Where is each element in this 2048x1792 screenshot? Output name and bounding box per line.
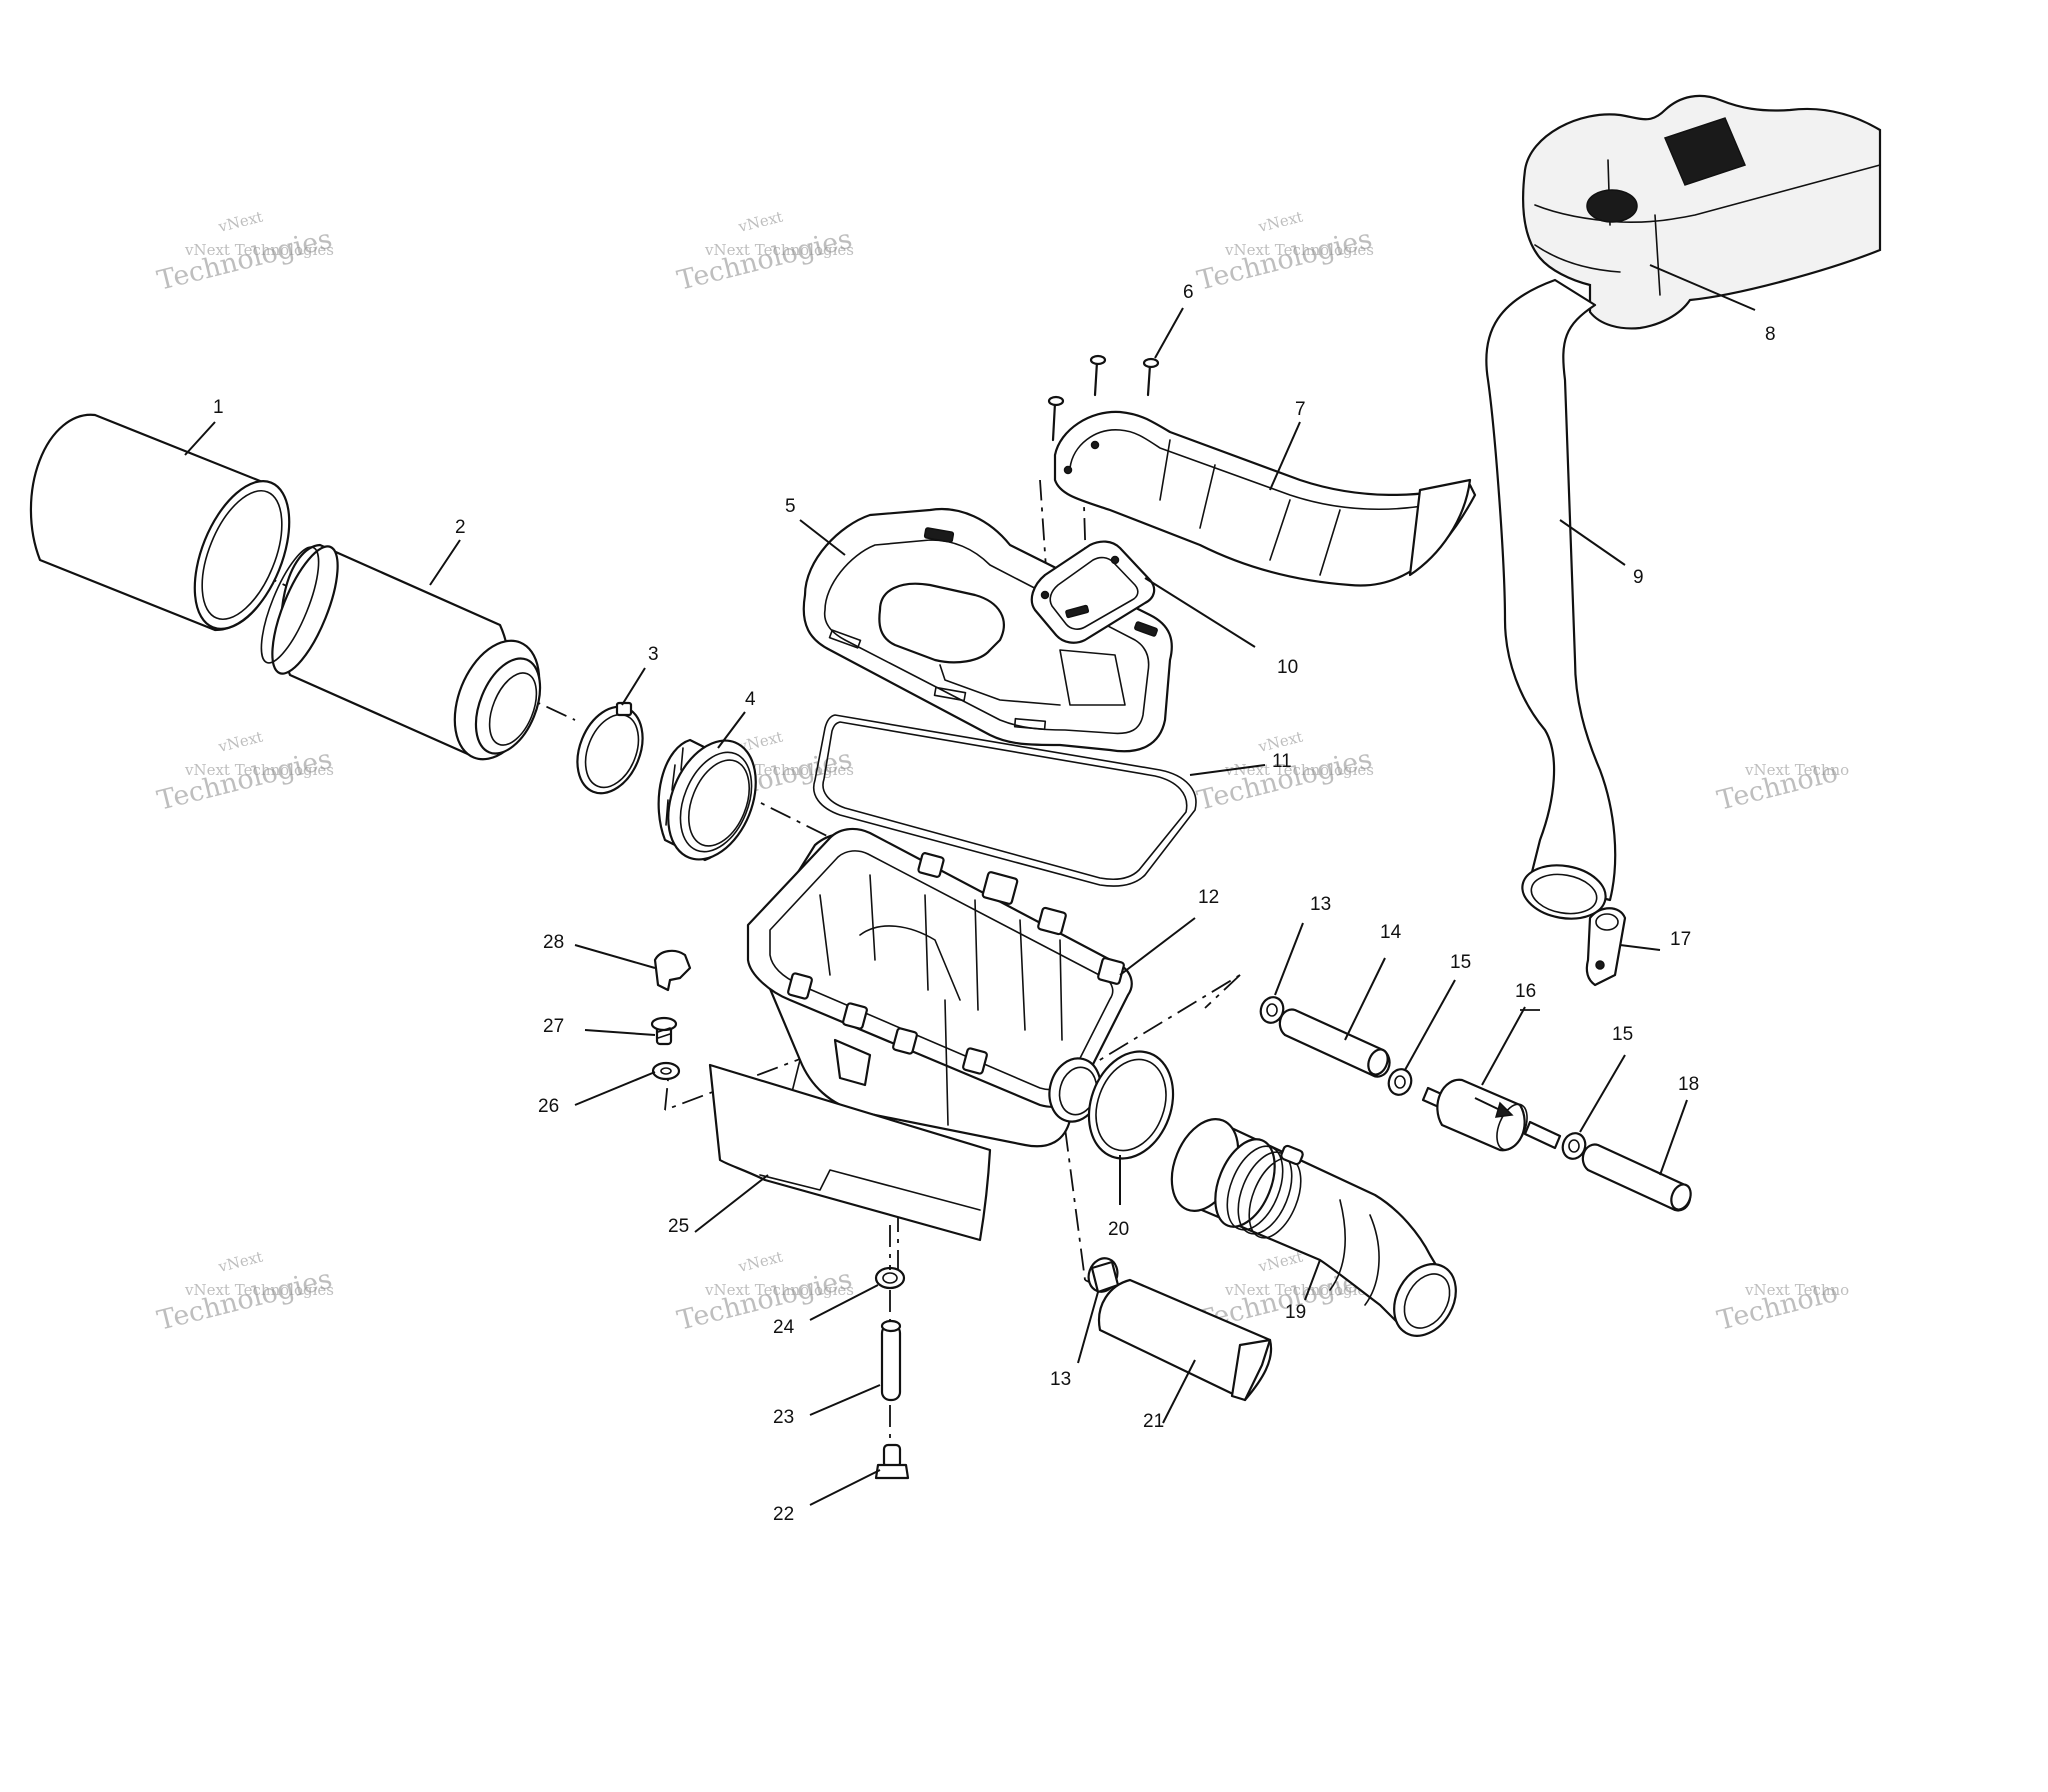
callout-23: 23 [773, 1407, 794, 1428]
part-7-intake-duct [1053, 410, 1477, 587]
callout-15-lower: 15 [1612, 1024, 1633, 1045]
callout-18: 18 [1678, 1074, 1699, 1095]
part-4-adapter [657, 738, 757, 862]
callout-1: 1 [213, 397, 224, 418]
callout-14: 14 [1380, 922, 1402, 943]
callout-25: 25 [668, 1216, 689, 1237]
callout-17: 17 [1670, 929, 1691, 950]
callout-13-upper: 13 [1310, 894, 1331, 915]
watermark: vNext vNext Technologies Technologies [1194, 208, 1375, 297]
watermark: vNext vNext Technologies Technologies [1194, 728, 1375, 817]
watermark: vNext vNext Technologies Technologies [154, 208, 335, 297]
callout-19: 19 [1285, 1302, 1306, 1323]
part-14-hose [1278, 1008, 1391, 1078]
part-20-o-ring [1087, 1050, 1175, 1160]
part-23-drain-tube [880, 1290, 902, 1445]
watermark: vNext vNext Technologies Technologies [154, 1248, 335, 1337]
part-18-hose [1581, 1143, 1692, 1212]
svg-text:vNext: vNext [1256, 208, 1305, 237]
callout-24: 24 [773, 1317, 795, 1338]
part-25-splash-shield [708, 1063, 992, 1242]
callout-8: 8 [1765, 324, 1776, 345]
callout-28: 28 [543, 932, 564, 953]
svg-text:Technologies: Technologies [154, 1263, 335, 1336]
svg-text:vNext Technologies: vNext Technologies [184, 1281, 334, 1299]
watermark: vNext Techno Technolo [1714, 757, 1849, 817]
part-15-clip-a [1387, 1068, 1413, 1096]
part-2-air-filter [260, 543, 542, 761]
svg-text:vNext Techno: vNext Techno [1744, 761, 1849, 779]
svg-text:vNext: vNext [216, 1248, 265, 1277]
part-28-clip [653, 949, 692, 992]
callout-2: 2 [455, 517, 466, 538]
callout-labels: 1 2 3 4 5 6 7 8 9 10 11 12 13 13 14 15 1… [213, 282, 1776, 1525]
part-9-breather-hose [1485, 278, 1617, 920]
part-22-drain-plug [874, 1443, 910, 1480]
part-21-drain-hose [1097, 1278, 1273, 1402]
svg-text:Technologies: Technologies [154, 743, 335, 816]
svg-text:Technologies: Technologies [674, 1263, 855, 1336]
svg-text:vNext: vNext [216, 208, 265, 237]
callout-16: 16 [1515, 981, 1536, 1002]
callout-3: 3 [648, 644, 659, 665]
svg-text:vNext: vNext [216, 728, 265, 757]
part-13-clip-lower [1087, 1257, 1120, 1294]
svg-text:vNext Technologies: vNext Technologies [704, 241, 854, 259]
callout-12: 12 [1198, 887, 1219, 908]
part-19-outlet-boot [1170, 1117, 1457, 1337]
svg-text:vNext: vNext [736, 1248, 785, 1277]
callout-9: 9 [1633, 567, 1644, 588]
svg-text:vNext Technologies: vNext Technologies [704, 1281, 854, 1299]
callout-11: 11 [1272, 751, 1292, 772]
part-16-check-valve [1421, 1078, 1562, 1152]
part-24-drain-clip [874, 1225, 906, 1290]
svg-text:vNext: vNext [736, 208, 785, 237]
part-8-foam-block [1522, 94, 1882, 330]
svg-text:vNext Technologies: vNext Technologies [184, 761, 334, 779]
part-1-prefilter [29, 413, 291, 632]
svg-text:vNext: vNext [1256, 1248, 1305, 1277]
part-3-clamp [576, 701, 644, 795]
svg-text:vNext Technologies: vNext Technologies [1224, 241, 1374, 259]
callout-26: 26 [538, 1096, 559, 1117]
watermark: vNext vNext Technologies Technologies [674, 1248, 855, 1337]
svg-text:vNext Technologies: vNext Technologies [1224, 1281, 1374, 1299]
svg-text:vNext Technologies: vNext Technologies [184, 241, 334, 259]
callout-5: 5 [785, 496, 796, 517]
part-17-clamp-bracket [1585, 907, 1627, 987]
part-5-airbox-cover [802, 507, 1173, 753]
part-27-bolt [650, 1016, 678, 1046]
callout-13-lower: 13 [1050, 1369, 1071, 1390]
watermark: vNext vNext Technologies Technologies [674, 208, 855, 297]
callout-4: 4 [745, 689, 756, 710]
callout-20: 20 [1108, 1219, 1129, 1240]
callout-21: 21 [1143, 1411, 1164, 1432]
part-10-duct-flange [1030, 540, 1156, 644]
callout-15-upper: 15 [1450, 952, 1471, 973]
callout-27: 27 [543, 1016, 564, 1037]
svg-text:Technologies: Technologies [154, 223, 335, 296]
svg-text:vNext Techno: vNext Techno [1744, 1281, 1849, 1299]
part-26-washer [651, 1061, 681, 1081]
svg-text:Technologies: Technologies [674, 223, 855, 296]
callout-10: 10 [1277, 657, 1298, 678]
callout-7: 7 [1295, 399, 1306, 420]
svg-text:Technologies: Technologies [1194, 223, 1375, 296]
watermark: vNext vNext Technologies Technologies [154, 728, 335, 817]
part-11-gasket [813, 714, 1197, 887]
leader-lines [184, 264, 1756, 1506]
callout-22: 22 [773, 1504, 794, 1525]
callout-6: 6 [1183, 282, 1194, 303]
part-12-airbox-base [746, 827, 1133, 1148]
watermark: vNext Techno Technolo [1714, 1277, 1849, 1337]
